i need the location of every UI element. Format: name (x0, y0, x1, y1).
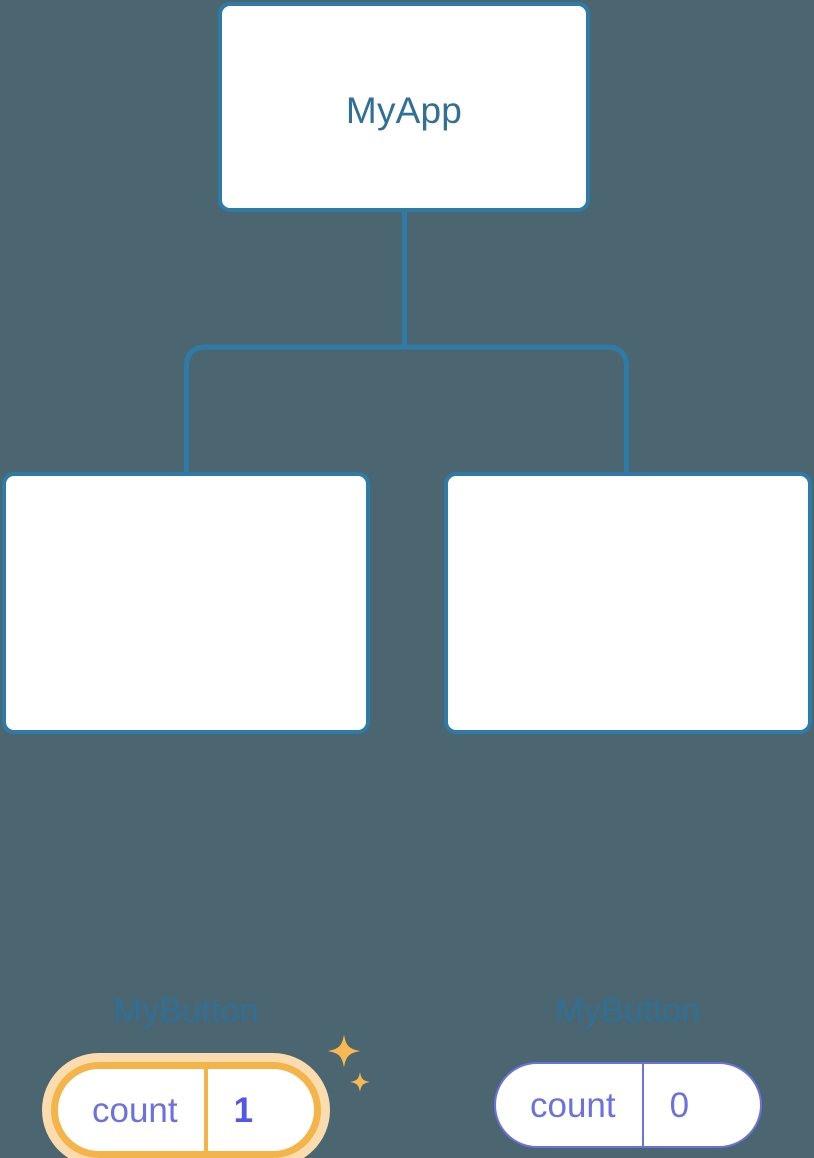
state-pill-left-value: 1 (233, 1090, 254, 1130)
state-pill-right-value: 0 (669, 1085, 690, 1125)
state-pill-right-key: count (530, 1085, 616, 1125)
state-pill-count-highlighted[interactable]: count 1 (51, 1062, 321, 1158)
node-mybutton-left-label: MyButton (113, 992, 259, 1030)
node-myapp-label: MyApp (345, 90, 463, 131)
state-pill-left-key: count (92, 1090, 178, 1130)
node-mybutton-right-label: MyButton (555, 992, 701, 1030)
state-pill-right-wrap: count 0 (448, 1062, 808, 1148)
state-pill-count-plain[interactable]: count 0 (494, 1062, 762, 1148)
state-pill-left-wrap: count 1 (6, 1062, 366, 1158)
node-myapp[interactable]: MyApp (218, 2, 590, 212)
node-mybutton-right[interactable]: MyButton count 0 (444, 472, 812, 1148)
node-mybutton-left[interactable]: MyButton count 1 (2, 472, 370, 1158)
connector-child-bus (184, 344, 629, 480)
